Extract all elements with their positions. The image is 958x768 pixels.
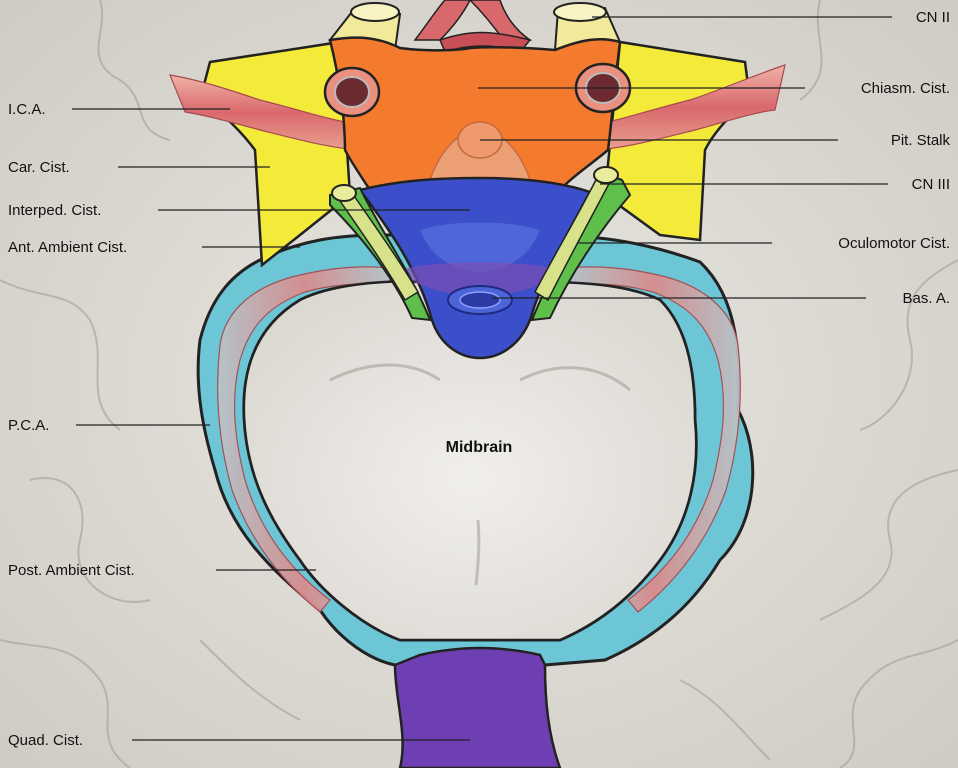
anterior-arteries xyxy=(413,0,533,53)
quadrigeminal-cistern xyxy=(393,646,562,768)
label-post-ambient-cist: Post. Ambient Cist. xyxy=(8,562,135,579)
label-pit-stalk: Pit. Stalk xyxy=(891,132,951,149)
labels-right: CN II Chiasm. Cist. Pit. Stalk CN III Oc… xyxy=(478,9,950,307)
label-pca: P.C.A. xyxy=(8,417,49,434)
label-interped-cist: Interped. Cist. xyxy=(8,202,101,219)
label-ica: I.C.A. xyxy=(8,101,46,118)
midbrain-texture xyxy=(329,363,631,586)
midbrain xyxy=(242,280,698,642)
midbrain-label: Midbrain xyxy=(446,439,513,456)
label-cn-iii: CN III xyxy=(912,176,950,193)
pca-artery xyxy=(217,266,391,613)
label-chiasm-cist: Chiasm. Cist. xyxy=(861,80,950,97)
cn-iii-nerves xyxy=(331,166,619,302)
label-bas-a: Bas. A. xyxy=(902,290,950,307)
basilar-artery xyxy=(447,285,513,315)
label-quad-cist: Quad. Cist. xyxy=(8,732,83,749)
label-cn-ii: CN II xyxy=(916,9,950,26)
interpeduncular-purple xyxy=(400,262,560,296)
labels-left: I.C.A. Car. Cist. Interped. Cist. Ant. A… xyxy=(8,101,470,749)
chiasmatic-cistern xyxy=(328,36,622,192)
label-ant-ambient-cist: Ant. Ambient Cist. xyxy=(8,239,127,256)
pca-artery-right xyxy=(567,266,741,613)
label-oculomotor-cist: Oculomotor Cist. xyxy=(838,235,950,252)
label-car-cist: Car. Cist. xyxy=(8,159,70,176)
interpeduncular-inner xyxy=(420,222,540,272)
